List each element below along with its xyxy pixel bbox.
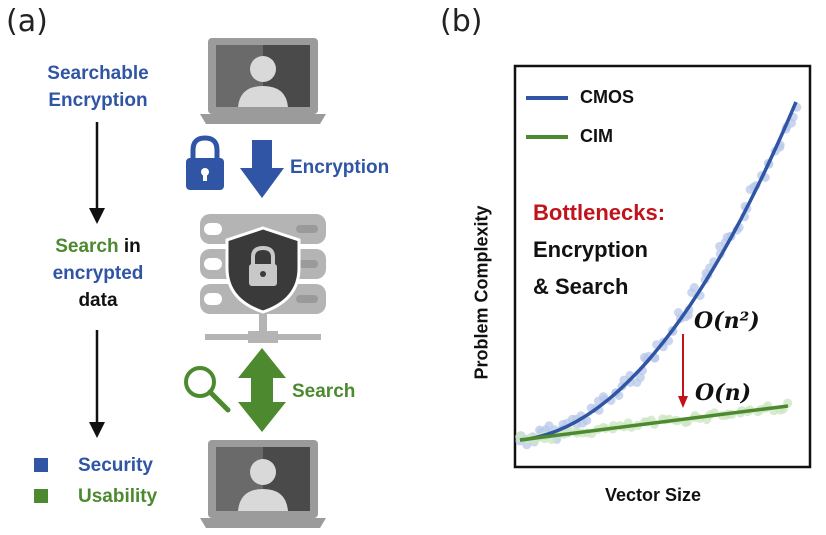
cmos-point (635, 373, 645, 382)
panel-a-label: (a) (6, 4, 48, 39)
complexity-low-label: O(n) (695, 380, 751, 406)
y-axis-label: Problem Complexity (471, 205, 492, 380)
cmos-series-line (519, 101, 798, 442)
reduction-arrow-icon (678, 334, 688, 408)
data-word: data (78, 290, 118, 311)
search-word: Search (55, 236, 119, 257)
bottleneck-line3: & Search (533, 274, 629, 299)
plot-frame (513, 64, 812, 469)
legend-cim-label: CIM (580, 126, 613, 146)
bottleneck-title: Bottlenecks: (533, 200, 666, 225)
title-line1: Searchable (47, 63, 149, 84)
usability-square-icon (34, 489, 48, 503)
lock-icon (186, 135, 224, 190)
panel-a-graphics (89, 38, 326, 528)
flow-arrow-2-icon (89, 330, 105, 438)
laptop-bottom-icon (200, 440, 326, 528)
security-square-icon (34, 458, 48, 472)
searchable-encryption-title: Searchable Encryption (18, 60, 178, 114)
laptop-icon (200, 38, 326, 124)
in-word: in (118, 236, 141, 257)
bottleneck-line2: Encryption (533, 237, 648, 262)
usability-label: Usability (78, 486, 158, 507)
panel-b-label: (b) (440, 4, 483, 39)
title-line2: Encryption (48, 90, 148, 111)
complexity-high-label: O(n²) (694, 308, 760, 334)
bottleneck-annotation: Bottlenecks: Encryption & Search (533, 194, 665, 305)
legend-cmos-label: CMOS (580, 87, 634, 107)
magnifier-icon (184, 366, 231, 413)
cmos-point (689, 283, 699, 292)
flow-arrow-1-icon (89, 122, 105, 224)
down-arrow-icon (240, 140, 284, 198)
x-axis-label: Vector Size (605, 485, 702, 505)
double-arrow-icon (238, 348, 286, 432)
search-label: Search (292, 381, 356, 402)
complexity-chart (513, 64, 812, 469)
search-in-encrypted-data-label: Search in encrypted data (18, 233, 178, 314)
shield-lock-icon (225, 226, 301, 314)
security-label: Security (78, 455, 153, 476)
encryption-label: Encryption (290, 157, 390, 178)
encrypted-word: encrypted (52, 263, 144, 284)
cmos-point (673, 308, 683, 317)
cim-series-line (519, 404, 789, 442)
